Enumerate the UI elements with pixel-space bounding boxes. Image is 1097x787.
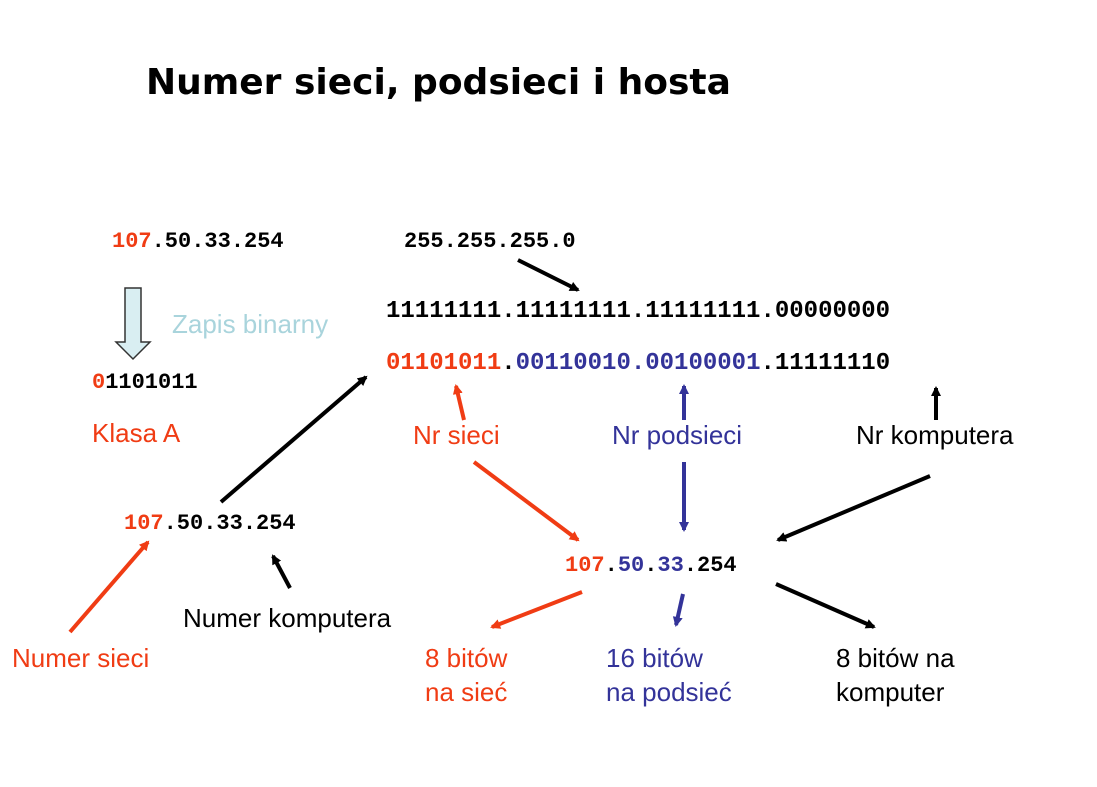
ip-top-rest: .50.33.254 [151, 229, 284, 254]
ip-top-network-part: 107 [112, 229, 152, 254]
ip-left-network-part: 107 [124, 511, 164, 536]
mask-arrow [517, 258, 580, 292]
ip-left-rest: .50.33.254 [163, 511, 296, 536]
net-bits-line1: 8 bitów [425, 643, 508, 673]
ip-center-subnet-part-2: 33 [657, 553, 684, 578]
binary-dot: . [501, 350, 516, 377]
label-network-number: Nr sieci [413, 420, 500, 450]
host-number-label: Numer komputera [183, 603, 392, 633]
binary-notation-hint: Zapis binarny [172, 309, 329, 339]
first-octet-binary: 01101011 [92, 370, 198, 395]
ip-center-host-part: 254 [697, 553, 737, 578]
binary-network-octet: 01101011 [386, 350, 502, 377]
ip-center-dot: . [683, 553, 698, 578]
ip-center-subnet-part-1: 50 [617, 553, 645, 578]
ip-center-network-part: 107 [565, 553, 605, 578]
network-down-arrow [472, 460, 580, 542]
down-arrow-icon [114, 287, 152, 361]
numer-sieci-arrow [68, 540, 150, 634]
ip-center-dot: . [644, 553, 658, 578]
label-subnet-number: Nr podsieci [612, 420, 743, 450]
host-bits-line2: komputer [836, 677, 945, 707]
binary-dot: . [630, 350, 646, 377]
first-octet-leading-bit: 0 [92, 370, 106, 395]
network-up-arrow [452, 384, 466, 421]
numer-komputera-arrow [271, 554, 292, 589]
page-title: Numer sieci, podsieci i hosta [146, 62, 731, 103]
mask-binary: 11111111.11111111.11111111.00000000 [386, 298, 891, 325]
first-octet-remaining-bits: 1101011 [105, 370, 198, 395]
host-down-arrow [776, 474, 931, 542]
network-number-label: Numer sieci [12, 643, 150, 673]
ip-address-left: 107.50.33.254 [124, 511, 296, 536]
subnet-mask: 255.255.255.0 [404, 229, 576, 254]
binary-subnet-octet-1: 00110010 [515, 350, 631, 377]
label-host-number: Nr komputera [856, 420, 1014, 450]
left-ip-to-binary-arrow [219, 375, 368, 504]
net-bits-line2: na sieć [425, 677, 508, 707]
ip-center-dot: . [604, 553, 618, 578]
ip-address-top: 107.50.33.254 [112, 229, 284, 254]
binary-host-octet: 11111110 [774, 350, 891, 377]
subnet-bits-arrow [672, 593, 685, 627]
subnet-bits-line1: 16 bitów [606, 643, 703, 673]
subnet-bits-line2: na podsieć [606, 677, 732, 707]
host-bits-arrow [775, 582, 876, 629]
ip-address-center: 107.50.33.254 [565, 553, 737, 578]
binary-dot: . [760, 350, 775, 377]
address-binary: 01101011.00110010.00100001.11111110 [386, 350, 890, 377]
class-label: Klasa A [92, 418, 181, 448]
host-bits-line1: 8 bitów na [836, 643, 955, 673]
net-bits-arrow [490, 590, 583, 629]
binary-subnet-octet-2: 00100001 [645, 350, 761, 377]
